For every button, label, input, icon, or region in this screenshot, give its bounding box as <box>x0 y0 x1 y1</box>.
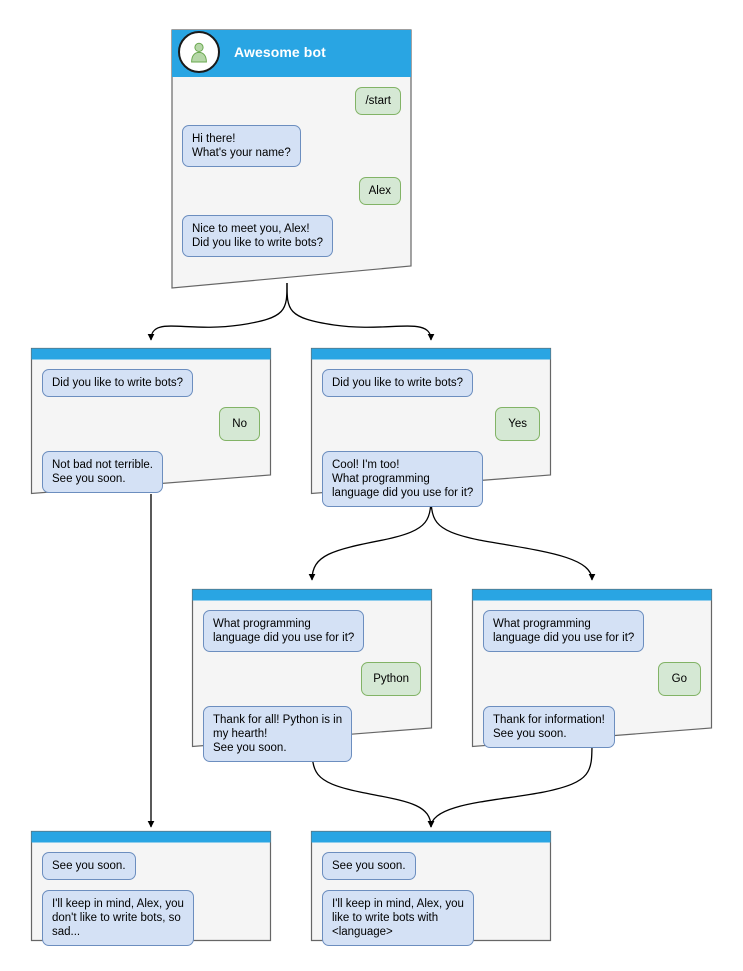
bot-message-bubble[interactable]: Cool! I'm too! What programming language… <box>322 451 484 507</box>
message-row: Did you like to write bots? <box>322 369 540 397</box>
message-row: Not bad not terrible. See you soon. <box>42 451 260 493</box>
message-row: What programming language did you use fo… <box>203 610 421 652</box>
bot-message-bubble[interactable]: Did you like to write bots? <box>42 369 194 397</box>
node-end-happy-content: See you soon. I'll keep in mind, Alex, y… <box>310 830 552 946</box>
chat-log-end-happy: See you soon. I'll keep in mind, Alex, y… <box>310 842 552 956</box>
message-row: Thank for information! See you soon. <box>483 706 701 748</box>
message-row: Cool! I'm too! What programming language… <box>322 451 540 507</box>
message-row: I'll keep in mind, Alex, you like to wri… <box>322 890 540 946</box>
edge-root-to-yes <box>286 282 435 341</box>
edge-root-to-no <box>147 282 288 341</box>
chat-log-go: What programming language did you use fo… <box>471 600 713 758</box>
bot-message-bubble[interactable]: See you soon. <box>322 852 416 880</box>
node-python-branch[interactable]: What programming language did you use fo… <box>191 588 433 762</box>
node-yes-branch[interactable]: Did you like to write bots? Yes Cool! I'… <box>310 347 552 507</box>
message-row: /start <box>182 87 401 115</box>
message-row: See you soon. <box>322 852 540 880</box>
node-end-sad[interactable]: See you soon. I'll keep in mind, Alex, y… <box>30 830 272 946</box>
node-end-sad-content: See you soon. I'll keep in mind, Alex, y… <box>30 830 272 946</box>
person-avatar-icon <box>178 30 220 73</box>
message-row: Yes <box>322 407 540 441</box>
message-row: Alex <box>182 177 401 205</box>
bot-message-bubble[interactable]: I'll keep in mind, Alex, you don't like … <box>42 890 194 946</box>
chat-log-yes: Did you like to write bots? Yes Cool! I'… <box>310 359 552 517</box>
node-no-branch[interactable]: Did you like to write bots? No Not bad n… <box>30 347 272 495</box>
message-row: I'll keep in mind, Alex, you don't like … <box>42 890 260 946</box>
chat-log-end-sad: See you soon. I'll keep in mind, Alex, y… <box>30 842 272 956</box>
window-title: Awesome bot <box>234 43 326 60</box>
bot-message-bubble[interactable]: Thank for all! Python is in my hearth! S… <box>203 706 353 762</box>
bot-message-bubble[interactable]: See you soon. <box>42 852 136 880</box>
window-header: Awesome bot <box>170 28 413 75</box>
user-message-bubble[interactable]: Yes <box>495 407 540 441</box>
bot-message-bubble[interactable]: Not bad not terrible. See you soon. <box>42 451 164 493</box>
message-row: See you soon. <box>42 852 260 880</box>
bot-message-bubble[interactable]: Thank for information! See you soon. <box>483 706 615 748</box>
bot-message-bubble[interactable]: Did you like to write bots? <box>322 369 474 397</box>
message-row: Nice to meet you, Alex! Did you like to … <box>182 215 401 257</box>
node-go-branch[interactable]: What programming language did you use fo… <box>471 588 713 748</box>
node-no-branch-content: Did you like to write bots? No Not bad n… <box>30 347 272 495</box>
chat-log-root: /start Hi there! What's your name? Alex … <box>170 77 413 267</box>
user-message-bubble[interactable]: No <box>219 407 260 441</box>
message-row: Python <box>203 662 421 696</box>
bot-message-bubble[interactable]: Hi there! What's your name? <box>182 125 301 167</box>
message-row: Hi there! What's your name? <box>182 125 401 167</box>
user-message-bubble[interactable]: Python <box>361 662 421 696</box>
node-yes-branch-content: Did you like to write bots? Yes Cool! I'… <box>310 347 552 507</box>
node-python-branch-content: What programming language did you use fo… <box>191 588 433 762</box>
node-go-branch-content: What programming language did you use fo… <box>471 588 713 748</box>
chat-log-python: What programming language did you use fo… <box>191 600 433 772</box>
message-row: No <box>42 407 260 441</box>
bot-message-bubble[interactable]: What programming language did you use fo… <box>203 610 365 652</box>
bot-message-bubble[interactable]: Nice to meet you, Alex! Did you like to … <box>182 215 334 257</box>
chat-log-no: Did you like to write bots? No Not bad n… <box>30 359 272 503</box>
message-row: Thank for all! Python is in my hearth! S… <box>203 706 421 762</box>
message-row: Go <box>483 662 701 696</box>
bot-message-bubble[interactable]: What programming language did you use fo… <box>483 610 645 652</box>
user-message-bubble[interactable]: Alex <box>358 177 401 205</box>
bot-message-bubble[interactable]: I'll keep in mind, Alex, you like to wri… <box>322 890 474 946</box>
user-message-bubble[interactable]: Go <box>657 662 701 696</box>
node-end-happy[interactable]: See you soon. I'll keep in mind, Alex, y… <box>310 830 552 946</box>
node-root-content: Awesome bot /start Hi there! What's your… <box>170 28 413 290</box>
user-message-bubble[interactable]: /start <box>355 87 401 115</box>
node-root[interactable]: Awesome bot /start Hi there! What's your… <box>170 28 413 290</box>
message-row: What programming language did you use fo… <box>483 610 701 652</box>
message-row: Did you like to write bots? <box>42 369 260 397</box>
